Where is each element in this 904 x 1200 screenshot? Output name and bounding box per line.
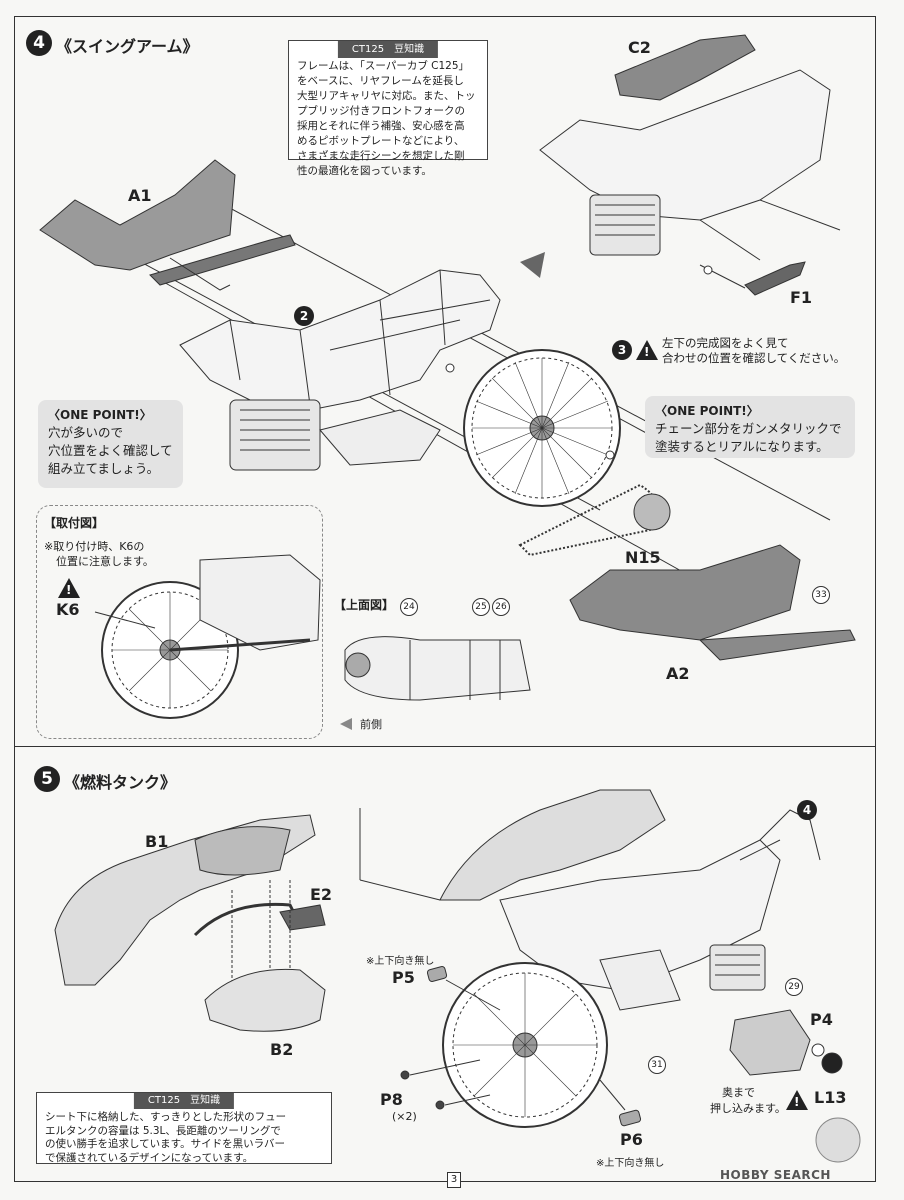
trivia-line: シート下に格納した、すっきりとした形状のフュー bbox=[45, 1111, 287, 1123]
step-4-trivia-note: CT125 豆知識 フレームは、「スーパーカブ C125」 をベースに、リヤフレ… bbox=[288, 40, 488, 177]
watermark: HOBBY SEARCH bbox=[720, 1168, 831, 1182]
step-4-number: 4 bbox=[26, 30, 52, 56]
ref-26-marker: 26 bbox=[492, 598, 510, 616]
ref-25-marker: 25 bbox=[472, 598, 490, 616]
part-f1-label: F1 bbox=[790, 288, 813, 307]
trivia-header: CT125 豆知識 bbox=[337, 41, 439, 58]
ref-29-marker: 29 bbox=[785, 978, 803, 996]
warning-icon bbox=[636, 340, 658, 360]
one-point-line: 塗装するとリアルになります。 bbox=[655, 439, 829, 454]
push-note-2: 押し込みます。 bbox=[710, 1102, 786, 1115]
part-n15-label: N15 bbox=[625, 548, 661, 567]
part-l13-label: L13 bbox=[814, 1088, 847, 1107]
page-frame bbox=[14, 16, 876, 1182]
push-note-1: 奥まで bbox=[722, 1086, 755, 1099]
trivia-line: の使い勝手を追求しています。サイドを黒いラバー bbox=[45, 1138, 286, 1150]
trivia-line: で保護されているデザインになっています。 bbox=[45, 1151, 254, 1164]
one-point-bubble-right: 〈ONE POINT!〉 チェーン部分をガンメタリックで 塗装するとリアルになり… bbox=[645, 396, 855, 458]
front-side-label: 前側 bbox=[360, 718, 382, 731]
step-4-title: 《スイングアーム》 bbox=[56, 37, 199, 56]
part-p8-quantity: (×2) bbox=[392, 1110, 417, 1123]
trivia-line: 採用とそれに伴う補強、安心感を高 bbox=[297, 120, 465, 132]
ref-31-marker: 31 bbox=[648, 1056, 666, 1074]
part-e2-label: E2 bbox=[310, 885, 333, 904]
warning-icon bbox=[58, 578, 80, 598]
trivia-line: エルタンクの容量は 5.3L、長距離のツーリングで bbox=[45, 1124, 281, 1137]
part-p5-label: P5 bbox=[392, 968, 415, 987]
p5-orientation-note: ※上下向き無し bbox=[366, 956, 435, 967]
mounting-note-1: ※取り付け時、K6の bbox=[44, 540, 145, 553]
trivia-line: さまざまな走行シーンを想定した剛 bbox=[297, 150, 465, 162]
mounting-note-2: 位置に注意します。 bbox=[56, 555, 154, 568]
ref-step-3-marker: 3 bbox=[612, 340, 632, 360]
part-k6-label: K6 bbox=[56, 600, 80, 619]
ref-step-2-marker: 2 bbox=[294, 306, 314, 326]
mounting-diagram-title: 【取付図】 bbox=[44, 516, 105, 530]
one-point-title: 〈ONE POINT!〉 bbox=[48, 408, 152, 422]
one-point-line: 組み立てましょう。 bbox=[48, 461, 160, 476]
ref-step-4-marker: 4 bbox=[797, 800, 817, 820]
trivia-line: フレームは、「スーパーカブ C125」 bbox=[297, 60, 470, 72]
one-point-line: チェーン部分をガンメタリックで bbox=[655, 421, 842, 436]
one-point-line: 穴位置をよく確認して bbox=[48, 443, 173, 458]
part-b2-label: B2 bbox=[270, 1040, 294, 1059]
section-divider bbox=[14, 746, 876, 747]
step-5-title: 《燃料タンク》 bbox=[64, 773, 177, 792]
one-point-line: 穴が多いので bbox=[48, 425, 124, 440]
part-p6-label: P6 bbox=[620, 1130, 643, 1149]
trivia-line: 性の最適化を図っています。 bbox=[297, 165, 432, 177]
trivia-line: をベースに、リヤフレームを延長し bbox=[297, 75, 464, 87]
part-b1-label: B1 bbox=[145, 832, 169, 851]
ref-3-text-2: 合わせの位置を確認してください。 bbox=[662, 351, 846, 365]
p6-orientation-note: ※上下向き無し bbox=[596, 1158, 665, 1169]
swingarm-assembly-illustration bbox=[39, 34, 856, 730]
ref-24-marker: 24 bbox=[400, 598, 418, 616]
part-a2-label: A2 bbox=[666, 664, 690, 683]
part-a1-label: A1 bbox=[128, 186, 152, 205]
ref-3-text-1: 左下の完成図をよく見て bbox=[662, 336, 789, 350]
one-point-bubble-left: 〈ONE POINT!〉 穴が多いので 穴位置をよく確認して 組み立てましょう。 bbox=[38, 400, 183, 488]
warning-icon bbox=[786, 1090, 808, 1110]
trivia-line: 大型リアキャリヤに対応。また、トッ bbox=[297, 90, 476, 102]
page-number: 3 bbox=[447, 1172, 461, 1188]
part-p4-label: P4 bbox=[810, 1010, 833, 1029]
trivia-line: めるピボットプレートなどにより、 bbox=[297, 135, 465, 147]
top-view-title: 【上面図】 bbox=[334, 598, 395, 612]
step-5-trivia-note: CT125 豆知識 シート下に格納した、すっきりとした形状のフュー エルタンクの… bbox=[36, 1092, 332, 1164]
trivia-header: CT125 豆知識 bbox=[133, 1093, 235, 1109]
part-p8-label: P8 bbox=[380, 1090, 403, 1109]
mounting-diagram-box bbox=[36, 505, 323, 739]
ref-33-marker: 33 bbox=[812, 586, 830, 604]
one-point-title: 〈ONE POINT!〉 bbox=[655, 404, 759, 418]
trivia-line: プブリッジ付きフロントフォークの bbox=[297, 105, 465, 117]
step-5-number: 5 bbox=[34, 766, 60, 792]
part-c2-label: C2 bbox=[628, 38, 651, 57]
